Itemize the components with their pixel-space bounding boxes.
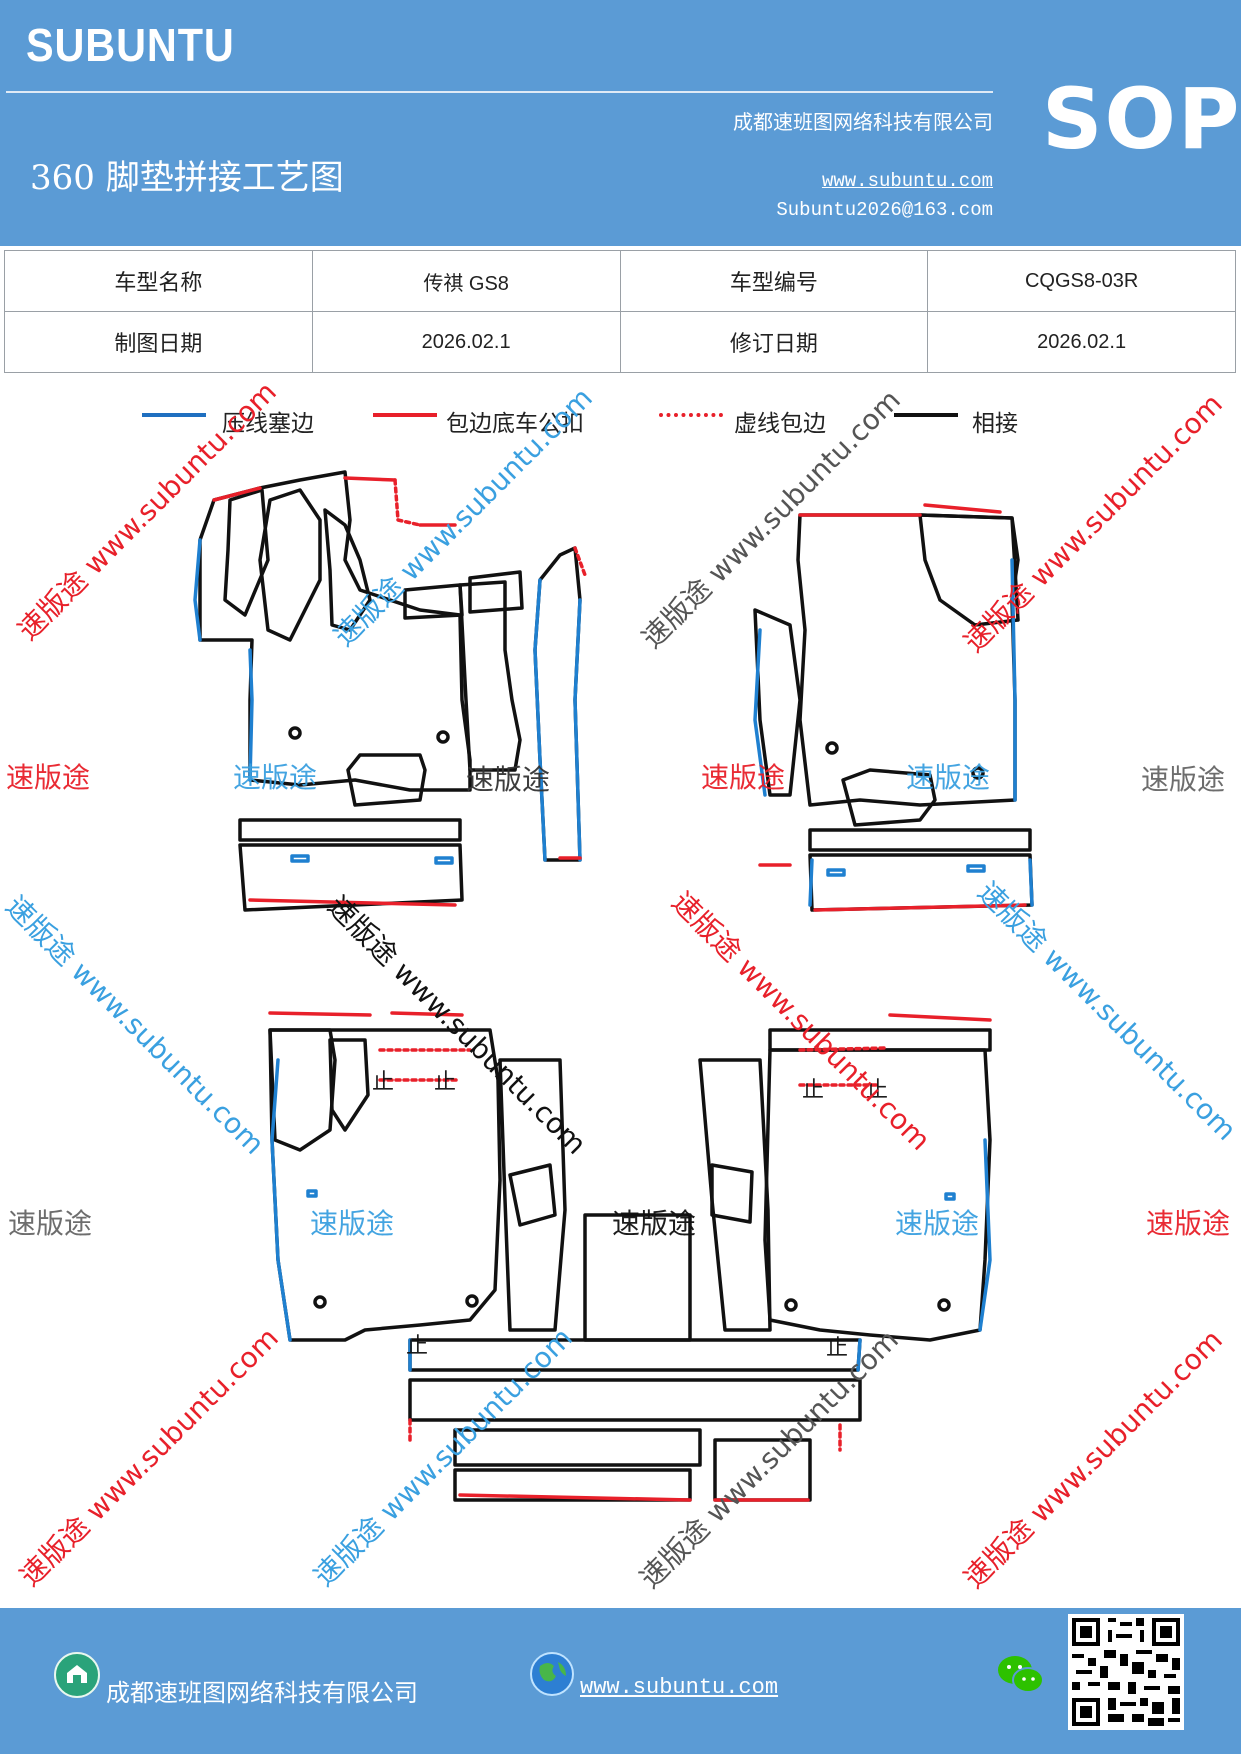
mat-piece-rear-left-hump bbox=[328, 1038, 370, 1132]
value-draw-date: 2026.02.1 bbox=[311, 311, 621, 373]
mat-piece-trunk-5 bbox=[713, 1438, 812, 1502]
value-model-name: 传祺 GS8 bbox=[311, 250, 621, 312]
grommet-hole bbox=[313, 1295, 327, 1309]
mat-piece-trunk-1 bbox=[408, 1338, 862, 1372]
header-email: Subuntu2026@163.com bbox=[776, 199, 993, 221]
watermark-text: 速版途 bbox=[466, 763, 551, 796]
brand-logo: SUBUNTU bbox=[26, 19, 235, 71]
table-row: 制图日期 2026.02.1 修订日期 2026.02.1 bbox=[4, 311, 1236, 373]
legend-swatch-black bbox=[894, 413, 958, 417]
mat-piece-rear-left-seat bbox=[268, 1028, 337, 1152]
legend-label-joint: 相接 bbox=[972, 411, 1018, 437]
legend-swatch-blue bbox=[142, 413, 206, 417]
mat-piece-tunnel-right bbox=[753, 608, 802, 797]
table-row: 车型名称 传祺 GS8 车型编号 CQGS8-03R bbox=[4, 250, 1236, 312]
vehicle-info-table: 车型名称 传祺 GS8 车型编号 CQGS8-03R 制图日期 2026.02.… bbox=[4, 250, 1236, 373]
stop-mark: 止 bbox=[802, 1078, 825, 1103]
watermark-text: 速版途 bbox=[906, 761, 991, 794]
stop-mark: 止 bbox=[406, 1334, 429, 1359]
mat-piece-front-left-pedal bbox=[323, 508, 372, 632]
mat-piece-sill-right bbox=[808, 828, 1032, 852]
watermark-text: 速版途 bbox=[6, 761, 91, 794]
watermark-text: 速版途 bbox=[701, 761, 786, 794]
watermark-text: 速版途 bbox=[1141, 763, 1226, 796]
mat-piece-sill-left-lower bbox=[238, 843, 464, 912]
grommet-hole bbox=[784, 1298, 798, 1312]
mat-piece-front-right-heel bbox=[841, 768, 937, 827]
legend-label-dotted-edge: 虚线包边 bbox=[734, 411, 826, 437]
legend-label-press-line: 压线塞边 bbox=[222, 411, 314, 437]
watermark-text: 速版途 bbox=[895, 1207, 980, 1240]
mat-piece-trunk-3 bbox=[453, 1428, 702, 1467]
grommet-hole bbox=[825, 741, 839, 755]
label-revision-date: 修订日期 bbox=[619, 311, 929, 373]
mat-piece-rear-right-top bbox=[768, 1028, 992, 1052]
grommet-hole bbox=[436, 730, 450, 744]
header-banner: SUBUNTU 成都速班图网络科技有限公司 360 脚垫拼接工艺图 www.su… bbox=[0, 0, 1241, 246]
legend-label-edge-buckle: 包边底车公扣 bbox=[446, 411, 584, 437]
watermark-text: 速版途 bbox=[233, 761, 318, 794]
label-model-code: 车型编号 bbox=[619, 250, 929, 312]
globe-icon bbox=[530, 1652, 574, 1696]
qr-code bbox=[1068, 1614, 1184, 1730]
mat-piece-front-left-heel bbox=[223, 488, 270, 617]
header-website-link[interactable]: www.subuntu.com bbox=[821, 170, 993, 192]
document-title: 360 脚垫拼接工艺图 bbox=[30, 158, 344, 198]
value-model-code: CQGS8-03R bbox=[927, 250, 1236, 312]
legend-swatch-red bbox=[373, 413, 437, 417]
sop-label: SOP bbox=[1042, 70, 1241, 168]
watermark-text: 速版途 bbox=[1146, 1207, 1231, 1240]
watermark-text: 速版途 bbox=[612, 1207, 697, 1240]
stop-mark: 止 bbox=[372, 1070, 395, 1095]
stop-mark: 止 bbox=[434, 1070, 457, 1095]
header-divider bbox=[6, 91, 993, 93]
legend-swatch-red-dotted bbox=[659, 413, 723, 417]
mat-piece-trunk-2 bbox=[408, 1378, 862, 1422]
mat-piece-rear-center-left bbox=[498, 1058, 567, 1332]
grommet-hole bbox=[288, 726, 302, 740]
mat-piece-front-right-arc bbox=[918, 513, 1020, 627]
footer-company: 成都速班图网络科技有限公司 bbox=[106, 1679, 418, 1707]
grommet-hole bbox=[937, 1298, 951, 1312]
mat-piece-rear-right bbox=[763, 1048, 992, 1342]
mat-piece-center-left bbox=[458, 580, 522, 772]
mat-piece-rear-right-bracket bbox=[710, 1163, 754, 1224]
header-company: 成都速班图网络科技有限公司 bbox=[733, 110, 993, 134]
grommet-hole bbox=[971, 766, 985, 780]
grommet-hole bbox=[465, 1294, 479, 1308]
mat-piece-center-tab bbox=[403, 583, 464, 620]
mat-piece-sill-left bbox=[238, 818, 462, 842]
stop-mark: 止 bbox=[866, 1078, 889, 1103]
label-draw-date: 制图日期 bbox=[4, 311, 313, 373]
company-logo-icon bbox=[54, 1652, 100, 1698]
stop-mark: 止 bbox=[826, 1336, 849, 1361]
watermark-text: 速版途 bbox=[310, 1207, 395, 1240]
footer-website-link[interactable]: www.subuntu.com bbox=[580, 1675, 779, 1700]
wechat-icon bbox=[998, 1656, 1044, 1693]
mat-piece-front-left-bottom bbox=[346, 753, 427, 807]
mat-piece-center-tab2 bbox=[468, 570, 524, 614]
watermark-text: 速版途 bbox=[8, 1207, 93, 1240]
value-revision-date: 2026.02.1 bbox=[927, 311, 1236, 373]
mat-piece-rear-left-bracket bbox=[508, 1163, 557, 1227]
label-model-name: 车型名称 bbox=[4, 250, 313, 312]
mat-piece-front-left-inner bbox=[258, 488, 322, 642]
